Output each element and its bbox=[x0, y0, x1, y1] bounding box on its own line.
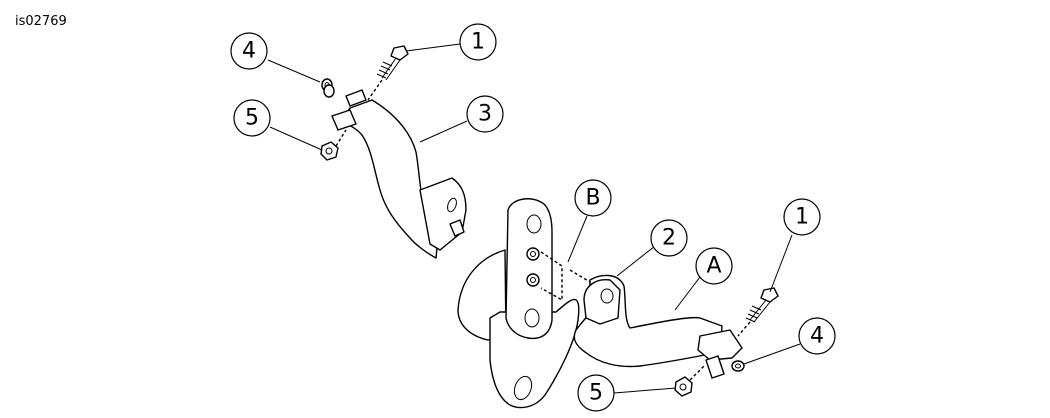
callout-b: B bbox=[574, 179, 612, 217]
center-bracket bbox=[457, 198, 580, 409]
callout-2: 2 bbox=[650, 219, 688, 257]
svg-text:4: 4 bbox=[810, 324, 824, 349]
svg-text:5: 5 bbox=[589, 381, 603, 406]
bolt-lower bbox=[737, 287, 779, 337]
svg-text:5: 5 bbox=[245, 106, 259, 131]
pedal-arm-lower bbox=[569, 269, 743, 379]
svg-text:2: 2 bbox=[662, 226, 676, 251]
bolt-upper bbox=[367, 45, 409, 101]
washer-lower bbox=[731, 360, 745, 372]
svg-text:4: 4 bbox=[242, 39, 256, 64]
nut-lower bbox=[674, 365, 705, 397]
callout-4-upper: 4 bbox=[230, 32, 268, 70]
nut-upper bbox=[320, 129, 347, 161]
callout-4-lower: 4 bbox=[798, 317, 836, 355]
svg-text:1: 1 bbox=[795, 205, 809, 230]
callout-5-lower: 5 bbox=[577, 374, 615, 412]
reference-code: is02769 bbox=[15, 14, 67, 29]
svg-text:B: B bbox=[585, 186, 600, 211]
svg-text:A: A bbox=[706, 254, 721, 279]
leader-lines bbox=[267, 43, 801, 394]
callout-a: A bbox=[695, 247, 733, 285]
callout-1-upper: 1 bbox=[459, 23, 497, 61]
callout-5-upper: 5 bbox=[233, 99, 271, 137]
svg-text:3: 3 bbox=[478, 102, 492, 127]
svg-text:1: 1 bbox=[471, 30, 485, 55]
callout-1-lower: 1 bbox=[783, 198, 821, 236]
callout-3: 3 bbox=[466, 95, 504, 133]
washer-upper bbox=[321, 78, 335, 98]
pedal-arm-upper bbox=[331, 89, 467, 259]
